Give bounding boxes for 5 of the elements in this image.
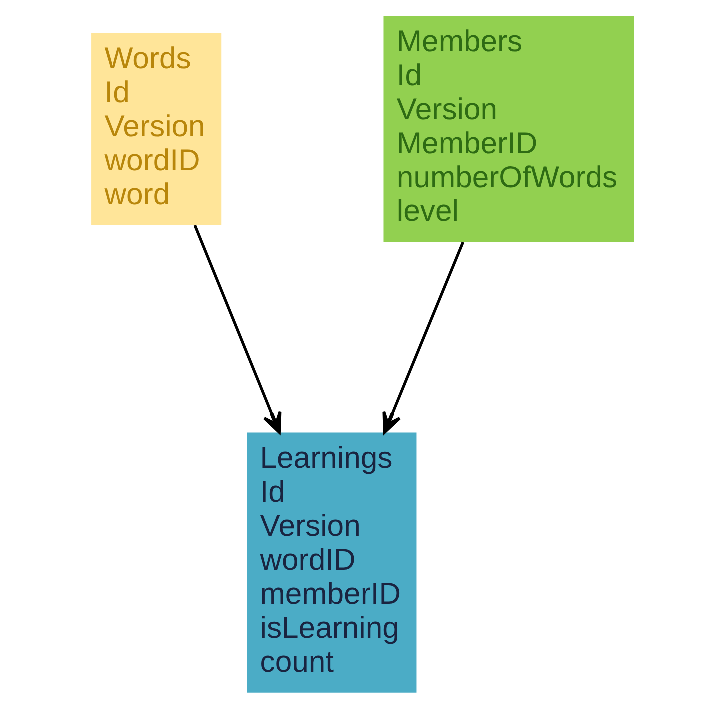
node-box: Learnings Id Version wordID memberID isLearning count: [247, 432, 417, 693]
arrow: [194, 224, 282, 434]
arrow: [382, 242, 465, 434]
node-box: Words Id Version wordID word: [92, 33, 222, 226]
node-box: Members Id Version MemberID numberOfWords level: [384, 16, 634, 242]
